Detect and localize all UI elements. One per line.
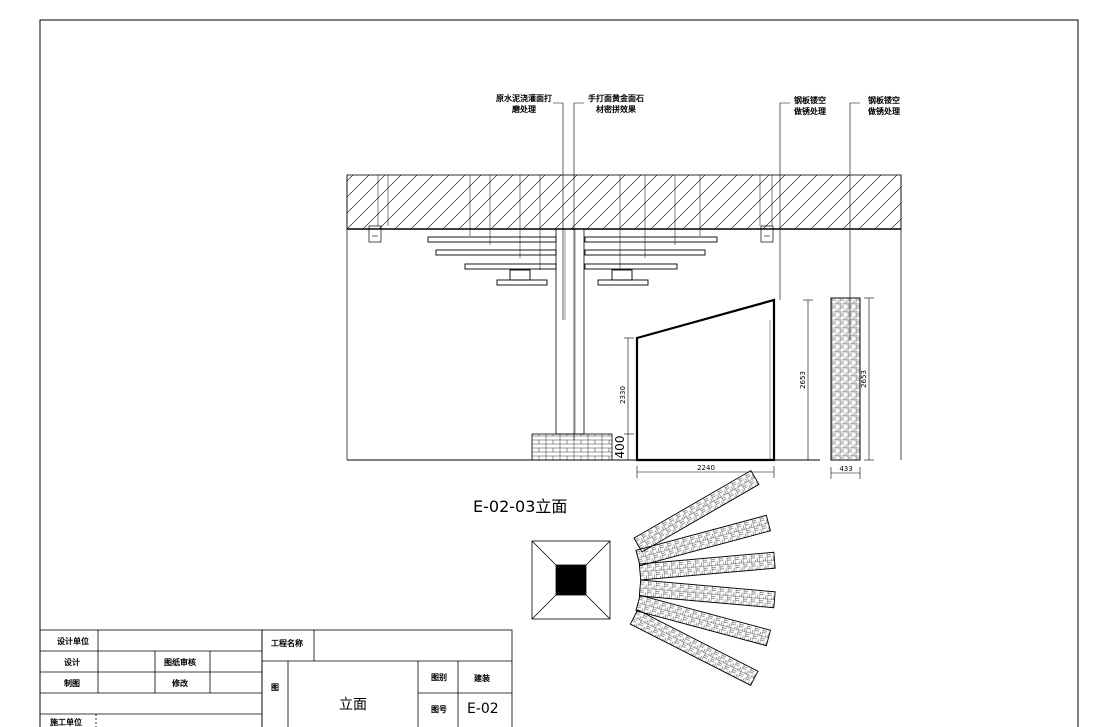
hanging-rods	[377, 175, 773, 270]
dimension-lines	[624, 297, 874, 479]
stone-note-line1: 手打面黄金面石	[588, 93, 644, 103]
steel-column-panel	[830, 297, 861, 461]
drawing-name-label: 图	[271, 683, 279, 692]
dimension-labels: 2330 400 2240 2653 2653 433	[613, 370, 868, 473]
pendant-lights	[427, 236, 718, 286]
leader-lines	[553, 102, 860, 440]
wall-lamp-left	[368, 225, 382, 243]
elevation-caption: E-02-03立面	[473, 497, 567, 516]
concrete-column	[531, 228, 613, 461]
number-label: 图号	[431, 705, 447, 714]
title-block-text: 设计单位 设计 图纸审核 制图 修改 施工单位 工程名称 图 立面 图别 建装 …	[50, 636, 499, 727]
wall-lamp-right	[760, 225, 774, 243]
sheet-frame	[39, 19, 1079, 727]
annotations: 原水泥浇灌面打 磨处理 手打面黄金面石 材密拼效果 钢板镂空 做锈处理 钢板镂空…	[496, 93, 900, 116]
dim-panel-height-a: 2653	[799, 371, 807, 389]
steel-note-a-line2: 做锈处理	[793, 106, 826, 116]
dim-door-height: 2330	[619, 386, 627, 404]
steel-note-b-line2: 做锈处理	[867, 106, 900, 116]
plan-square-symbol	[531, 540, 611, 620]
drawing-title: 立面	[339, 697, 367, 713]
review-label: 图纸审核	[164, 657, 196, 667]
construction-unit-label: 施工单位	[50, 717, 82, 727]
dim-panel-height-b: 2653	[860, 370, 868, 388]
title-block	[39, 629, 513, 727]
dim-panel-width: 433	[839, 465, 852, 473]
project-name-label: 工程名称	[271, 638, 303, 648]
design-label: 设计	[64, 657, 80, 667]
category-value: 建装	[473, 673, 490, 683]
design-unit-label: 设计单位	[57, 636, 89, 646]
draw-label: 制图	[64, 678, 80, 688]
steel-note-b-line1: 钢板镂空	[868, 95, 900, 105]
concrete-note-line1: 原水泥浇灌面打	[496, 93, 552, 103]
concrete-note-line2: 磨处理	[511, 104, 536, 114]
dim-door-width: 2240	[697, 464, 715, 472]
dim-base-height: 400	[613, 436, 627, 459]
number-value: E-02	[467, 701, 499, 717]
fan-blades	[629, 469, 776, 687]
ceiling-slab	[346, 174, 902, 460]
revise-label: 修改	[171, 678, 189, 688]
category-label: 图别	[431, 673, 447, 682]
stone-note-line2: 材密拼效果	[596, 104, 636, 114]
slanted-steel-panel	[635, 298, 776, 462]
steel-note-a-line1: 钢板镂空	[794, 95, 826, 105]
